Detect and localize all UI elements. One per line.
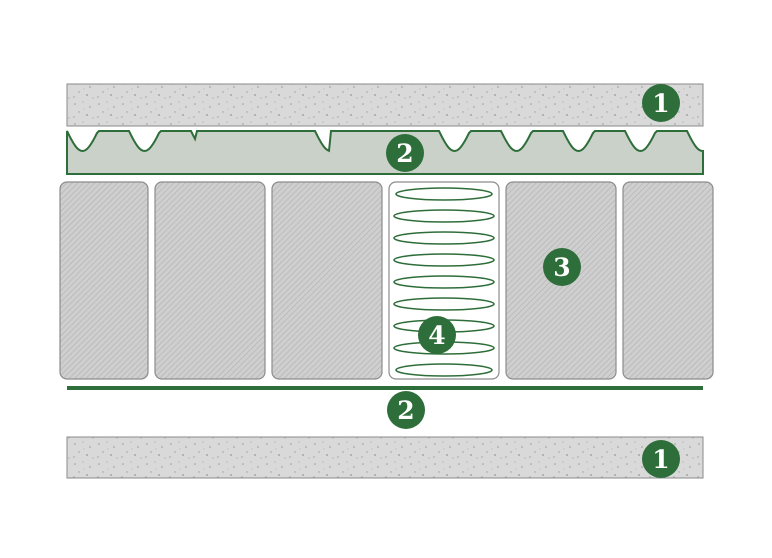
svg-text:2: 2 [396, 139, 413, 168]
svg-text:1: 1 [652, 445, 669, 474]
top-wave-layer [66, 130, 704, 175]
spring-turn [393, 297, 495, 311]
pocket-2 [154, 181, 266, 380]
spring-turn [393, 231, 495, 245]
spring-turn [393, 209, 495, 223]
bottom-felt-layer [66, 436, 704, 479]
svg-text:3: 3 [553, 253, 570, 282]
spring-turn [395, 187, 493, 201]
pocket-layer [59, 173, 714, 388]
callout-badge-pocket: 3 [543, 248, 581, 286]
callout-badge-bottom-wave: 2 [387, 391, 425, 429]
callout-badge-top-wave: 2 [386, 134, 424, 172]
pocket-3 [271, 181, 383, 380]
top-felt-layer [66, 83, 704, 127]
svg-text:4: 4 [428, 321, 445, 350]
svg-text:2: 2 [397, 396, 414, 425]
callout-badge-top-felt: 1 [642, 84, 680, 122]
callout-badge-bottom-felt: 1 [642, 440, 680, 478]
callout-badge-spring: 4 [418, 316, 456, 354]
spring-pocket [388, 181, 500, 380]
pocket-1 [59, 181, 149, 380]
spring-turn [393, 253, 495, 267]
spring-turn [393, 275, 495, 289]
pocket-6 [622, 181, 714, 380]
svg-text:1: 1 [652, 89, 669, 118]
spring-turn [395, 363, 493, 377]
